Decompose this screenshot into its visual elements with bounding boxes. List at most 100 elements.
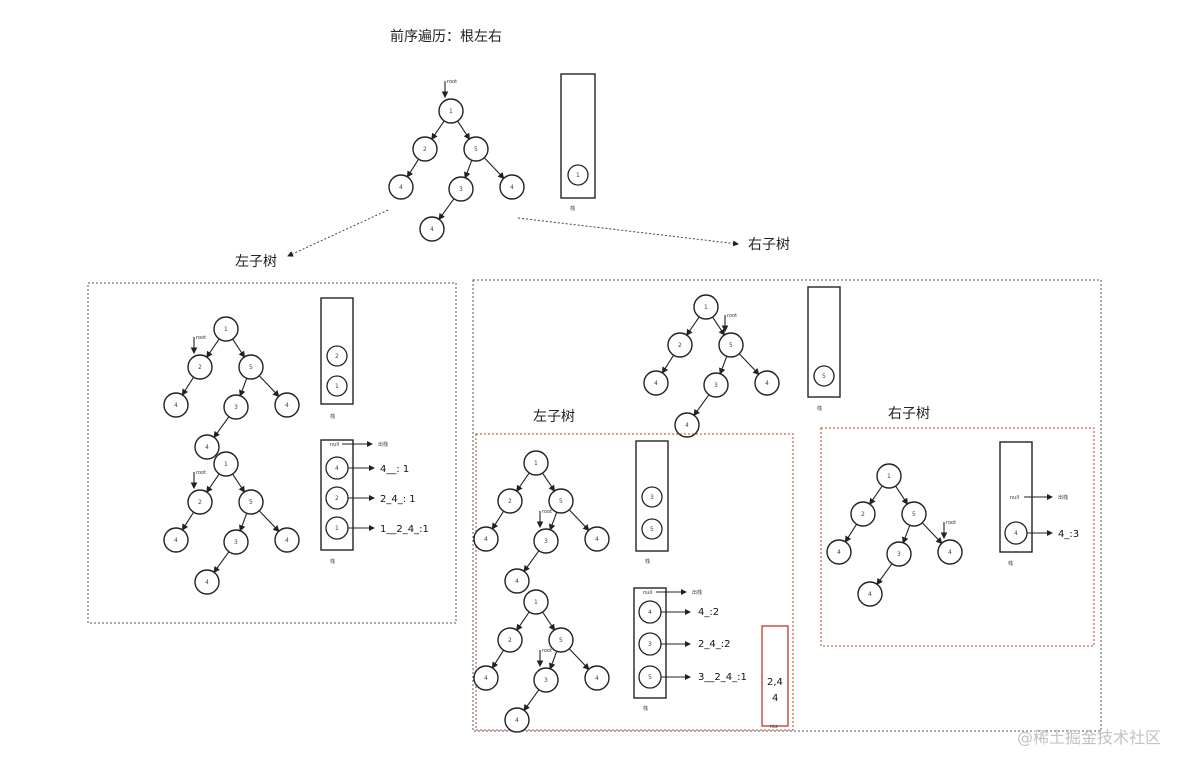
diagram-title: 前序遍历：根左右: [390, 28, 502, 45]
seq-left-1: 2_4_: 1: [380, 494, 416, 505]
tree-edge: [844, 523, 858, 543]
tree-edge: [239, 513, 248, 532]
stack-rr-pop: 出栈: [1058, 494, 1068, 501]
tree-edge: [719, 356, 728, 375]
tree-node-label: 4: [595, 536, 599, 543]
stack-left-b-item-1: 2: [335, 495, 339, 502]
root-pointer-label: root: [946, 520, 956, 526]
tree-node-label: 4: [837, 549, 841, 556]
stack-rlb-item-2: 5: [648, 674, 652, 681]
stack-rlb-item-0: 4: [648, 609, 652, 616]
tree-node: [187, 489, 213, 515]
tree-node: [473, 665, 499, 691]
tree-node-label: 4: [484, 675, 488, 682]
tree-node-label: 4: [654, 380, 658, 387]
tree-edge: [491, 510, 505, 530]
tree-edge: [921, 522, 943, 545]
tree-node: [850, 501, 876, 527]
tree-node: [584, 526, 610, 552]
tree-edge: [438, 198, 455, 221]
tree-node-label: 3: [544, 677, 548, 684]
tree-node-label: 4: [868, 591, 872, 598]
stack-left-a-item-1: 1: [335, 383, 339, 390]
tree-node: [448, 176, 474, 202]
stack-left-b-pop: 出栈: [378, 441, 388, 448]
stack-main-item-0: 1: [576, 172, 580, 179]
stack-right-right: null 出栈 4 4_:3 栈: [999, 441, 1079, 567]
stack-main-label: 栈: [570, 205, 575, 212]
tree-edge: [213, 551, 230, 574]
tree-node-label: 1: [887, 473, 891, 480]
tree-node: [876, 463, 902, 489]
tree-node-label: 4: [285, 402, 289, 409]
seq-rl-2: 3__2_4_:1: [698, 672, 747, 683]
tree-node: [419, 216, 445, 242]
tree-edge: [213, 416, 230, 439]
tree-node: [213, 316, 239, 342]
root-pointer-label: root: [196, 335, 206, 341]
tree-node: [473, 526, 499, 552]
tree-edge: [258, 375, 280, 398]
stack-left-a: 2 1 栈: [320, 297, 354, 420]
result-line-1: 4: [772, 693, 778, 704]
tree-node-label: 1: [534, 460, 538, 467]
tree-edge: [895, 485, 909, 505]
tree-node-label: 4: [174, 402, 178, 409]
stack-left-a-item-0: 2: [335, 353, 339, 360]
tree-edge: [483, 157, 505, 180]
tree-node-label: 1: [224, 326, 228, 333]
stack-right-top-label: 栈: [817, 405, 822, 412]
tree-node: [187, 354, 213, 380]
tree-node: [274, 392, 300, 418]
stack-right-top: 5 栈: [807, 286, 841, 412]
tree-edge: [232, 338, 246, 358]
tree-node-label: 4: [515, 717, 519, 724]
tree-node: [463, 136, 489, 162]
tree-node: [497, 627, 523, 653]
tree-node: [497, 488, 523, 514]
seq-rr-0: 4_:3: [1058, 529, 1079, 540]
tree-edge: [869, 485, 883, 506]
tree-node-label: 2: [423, 146, 427, 153]
stack-rlb-pop: 出栈: [692, 589, 702, 596]
right-right-panel: [820, 427, 1095, 647]
seq-rl-1: 2_4_:2: [698, 639, 730, 650]
tree-node: [533, 667, 559, 693]
tree-node: [533, 528, 559, 554]
stack-left-b-null: null: [330, 442, 339, 448]
stack-right-left-a: 3 5 栈: [635, 440, 669, 565]
tree-node: [163, 527, 189, 553]
tree-node: [223, 394, 249, 420]
tree-edge: [491, 649, 505, 669]
stack-right-left-b: null 出栈 4 3 5 4_:2 2_4_:2 3__2_4_:1 栈: [633, 587, 747, 712]
tree-node-label: 4: [510, 184, 514, 191]
tree-node-label: 4: [430, 226, 434, 233]
stack-rlb-null: null: [643, 590, 652, 596]
tree-node: [194, 569, 220, 595]
tree-node-label: 3: [897, 551, 901, 558]
stack-rr-item-0: 4: [1014, 530, 1018, 537]
result-label: res: [770, 724, 778, 730]
tree-node-label: 5: [474, 146, 478, 153]
tree-node-label: 3: [544, 538, 548, 545]
tree-edge: [406, 158, 420, 178]
tree-edge: [464, 160, 473, 179]
right-left-subtree-label: 左子树: [533, 409, 575, 425]
right-subtree-label: 右子树: [748, 237, 790, 253]
root-pointer-label: root: [542, 509, 552, 515]
stack-left-b-label: 栈: [330, 558, 335, 565]
tree-edge: [542, 472, 556, 492]
tree-edge: [738, 353, 760, 376]
tree-node: [223, 529, 249, 555]
tree-node-label: 3: [714, 382, 718, 389]
tree-edge: [549, 512, 558, 531]
tree-node-label: 4: [399, 184, 403, 191]
stack-left-b-item-0: 4: [335, 465, 339, 472]
root-pointer-label: root: [542, 648, 552, 654]
seq-rl-0: 4_:2: [698, 607, 719, 618]
stack-main: 1 栈: [560, 73, 596, 212]
